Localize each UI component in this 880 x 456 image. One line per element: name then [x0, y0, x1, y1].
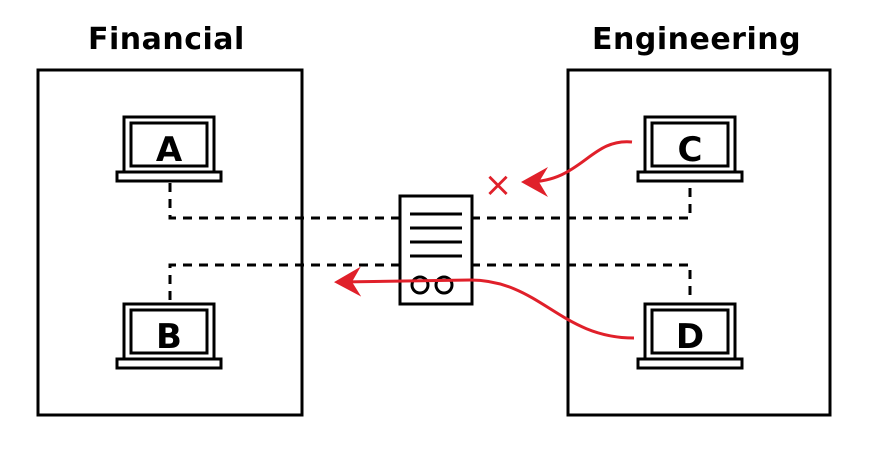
- laptop-icon: [115, 302, 223, 370]
- laptop-c: C: [636, 115, 744, 183]
- allowed-arrow-icon: [334, 266, 635, 340]
- laptop-b: B: [115, 302, 223, 370]
- blocked-x-icon: ×: [484, 165, 513, 205]
- server-icon: [398, 194, 474, 306]
- laptop-d-label: D: [676, 317, 704, 357]
- laptop-c-label: C: [678, 130, 703, 170]
- engineering-title: Engineering: [592, 22, 802, 57]
- laptop-d: D: [636, 302, 744, 370]
- laptop-a: A: [115, 115, 223, 183]
- laptop-icon: [115, 115, 223, 183]
- laptop-a-label: A: [156, 130, 183, 170]
- laptop-b-label: B: [156, 317, 182, 357]
- laptop-icon: [636, 302, 744, 370]
- blocked-arrow-icon: [521, 140, 633, 197]
- engineering-group-box: [566, 68, 832, 417]
- financial-group-box: [36, 68, 304, 417]
- financial-title: Financial: [88, 22, 245, 57]
- laptop-icon: [636, 115, 744, 183]
